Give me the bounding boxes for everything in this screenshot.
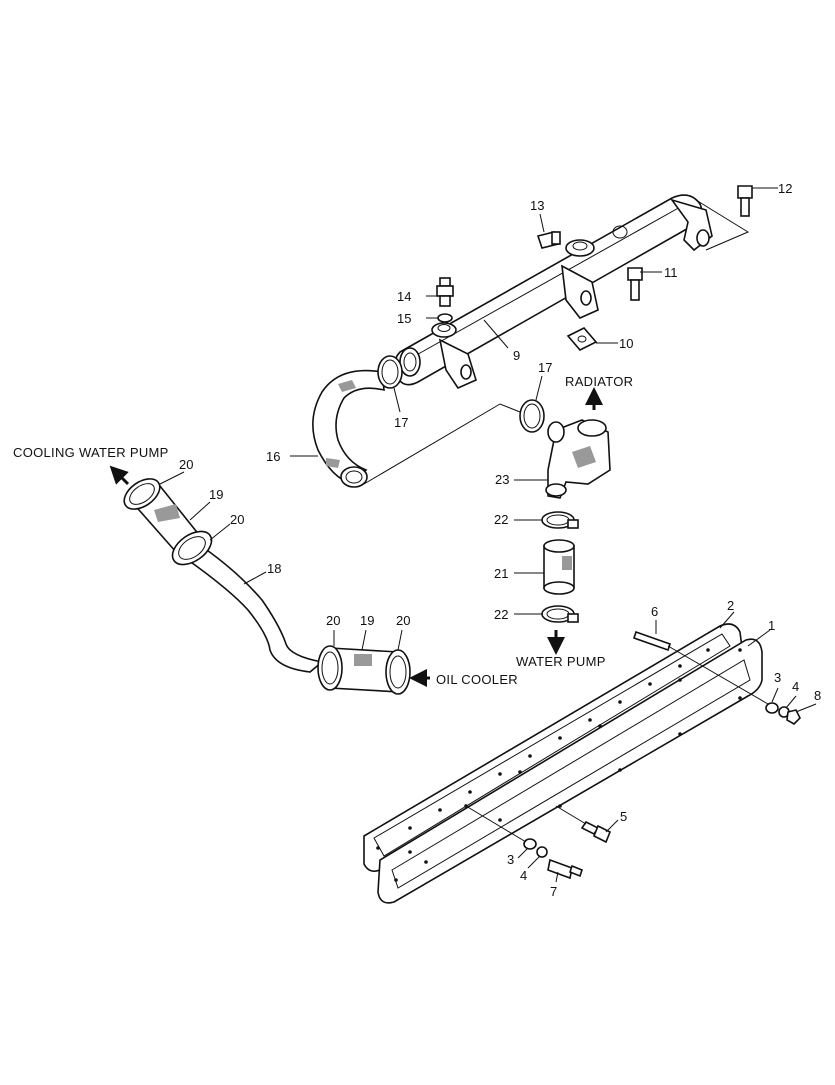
callout-15: 15 (397, 311, 411, 326)
hose-clamp-17-right (519, 399, 545, 433)
callout-4-right: 4 (792, 679, 799, 694)
water-manifold-pipe (393, 194, 713, 390)
callout-7: 7 (550, 884, 557, 899)
stud-6 (632, 630, 769, 705)
callout-8: 8 (814, 688, 821, 703)
callout-23: 23 (495, 472, 509, 487)
callout-13: 13 (530, 198, 544, 213)
hose-clamp-17-left (377, 355, 403, 389)
callout-11: 11 (664, 265, 678, 280)
label-cooling-water-pump: COOLING WATER PUMP (13, 445, 169, 460)
pipe-18 (186, 547, 324, 673)
callout-22-upper: 22 (494, 512, 508, 527)
bolt-5 (555, 805, 612, 844)
callout-20-left: 20 (326, 613, 340, 628)
o-ring-15 (437, 313, 453, 323)
bolt-11 (627, 267, 643, 301)
nut-8 (786, 709, 801, 725)
callout-3-right: 3 (774, 670, 781, 685)
hose-clamp-22-upper (541, 511, 579, 529)
callout-19-lower: 19 (360, 613, 374, 628)
callout-17-right: 17 (538, 360, 552, 375)
washer-3-right (765, 702, 779, 714)
callout-2: 2 (727, 598, 734, 613)
callout-21: 21 (494, 566, 508, 581)
hose-16 (312, 369, 385, 488)
callout-4-lower: 4 (520, 868, 527, 883)
callout-20-top: 20 (179, 457, 193, 472)
callout-20-right: 20 (396, 613, 410, 628)
callout-3-lower: 3 (507, 852, 514, 867)
callout-17-left: 17 (394, 415, 408, 430)
arrow-cooling-water-pump (109, 465, 130, 486)
callout-5: 5 (620, 809, 627, 824)
callout-16: 16 (266, 449, 280, 464)
washer-4-lower (536, 846, 548, 858)
leader-lines (159, 187, 817, 883)
callout-20-mid: 20 (230, 512, 244, 527)
callout-10: 10 (619, 336, 633, 351)
thermostat-housing-23 (545, 419, 611, 499)
label-water-pump: WATER PUMP (516, 654, 606, 669)
washer-3-lower (523, 838, 537, 850)
label-oil-cooler: OIL COOLER (436, 672, 518, 687)
callout-12: 12 (778, 181, 792, 196)
callout-14: 14 (397, 289, 411, 304)
callout-19-upper: 19 (209, 487, 223, 502)
callout-18: 18 (267, 561, 281, 576)
callout-1: 1 (768, 618, 775, 633)
hose-21 (543, 539, 575, 595)
plate-10 (566, 327, 598, 351)
label-radiator: RADIATOR (565, 374, 633, 389)
callout-9: 9 (513, 348, 520, 363)
callout-6: 6 (651, 604, 658, 619)
nipple-14 (436, 277, 454, 323)
callout-22-lower: 22 (494, 607, 508, 622)
hose-clamp-20-mid (171, 530, 213, 566)
hose-clamp-20-top (123, 478, 161, 510)
plug-13 (536, 225, 628, 249)
hose-clamp-20-right (385, 649, 411, 695)
hose-clamp-20-left (317, 645, 343, 691)
cover-1 (377, 638, 763, 904)
stud-7 (465, 805, 583, 880)
hose-clamp-22-lower (541, 605, 579, 623)
bolt-12 (695, 185, 753, 251)
